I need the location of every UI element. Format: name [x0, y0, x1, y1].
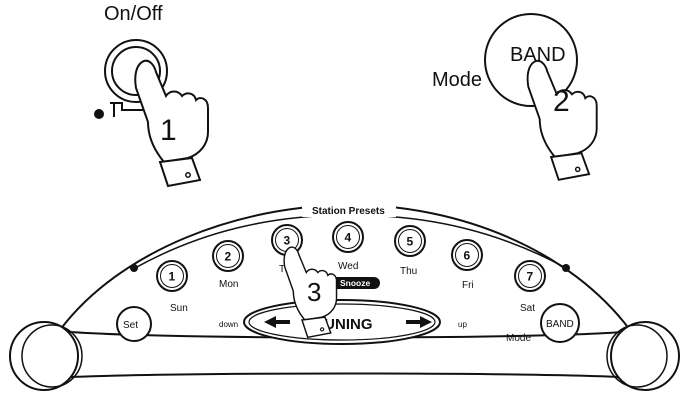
preset-day-label-2: Mon — [219, 279, 238, 290]
preset-number-7: 7 — [527, 270, 534, 284]
radio-band-button-label: BAND — [546, 319, 574, 330]
radio-mode-label: Mode — [506, 333, 531, 344]
preset-day-label-1: Sun — [170, 303, 188, 314]
band-button-large[interactable] — [484, 13, 578, 107]
preset-button-7[interactable] — [514, 260, 546, 292]
preset-button-2[interactable] — [212, 240, 244, 272]
preset-number-3: 3 — [284, 234, 291, 248]
power-lead-line — [110, 102, 150, 117]
radio-band-button[interactable] — [540, 303, 580, 343]
tune-up-arrow-icon[interactable] — [406, 316, 432, 328]
right-speaker-rim — [606, 324, 668, 388]
preset-button-ring-2 — [216, 244, 240, 268]
preset-buttons: 1Sun2Mon3Tue4Wed5Thu6Fri7Sat — [156, 221, 546, 314]
tune-down-arrow-icon[interactable] — [264, 316, 290, 328]
preset-day-label-6: Fri — [462, 280, 474, 291]
preset-button-ring-1 — [160, 264, 184, 288]
radio-base-bottom — [51, 372, 637, 379]
left-speaker — [9, 321, 79, 391]
tuning-control-inner — [248, 303, 436, 341]
band-button-label: BAND — [510, 44, 566, 66]
left-speaker-rim — [21, 324, 83, 388]
step-number-3: 3 — [307, 277, 321, 307]
presets-header-bg — [302, 203, 396, 217]
preset-number-5: 5 — [407, 235, 414, 249]
set-button[interactable] — [116, 306, 152, 342]
preset-day-label-4: Wed — [338, 261, 358, 272]
preset-button-ring-5 — [398, 229, 422, 253]
step-1-power: On/Off 1 — [94, 3, 209, 187]
power-indicator-dot — [94, 109, 104, 119]
preset-number-1: 1 — [169, 270, 176, 284]
rail-end-dot-left — [130, 264, 138, 272]
preset-button-4[interactable] — [332, 221, 364, 253]
preset-button-ring-4 — [336, 225, 360, 249]
preset-button-5[interactable] — [394, 225, 426, 257]
snooze-button[interactable] — [330, 277, 380, 289]
preset-number-4: 4 — [345, 231, 352, 245]
on-off-label: On/Off — [104, 3, 163, 25]
snooze-label: Snooze — [340, 278, 370, 288]
preset-button-ring-7 — [518, 264, 542, 288]
rail-end-dot-right — [562, 264, 570, 272]
preset-day-label-7: Sat — [520, 303, 535, 314]
preset-button-6[interactable] — [451, 239, 483, 271]
set-button-label: Set — [123, 320, 138, 331]
mode-side-label: Mode — [432, 69, 482, 91]
preset-number-6: 6 — [464, 249, 471, 263]
step-number-2: 2 — [553, 85, 570, 118]
preset-button-1[interactable] — [156, 260, 188, 292]
preset-day-label-5: Thu — [400, 266, 417, 277]
station-presets-header: Station Presets — [312, 206, 385, 217]
step-2-band: BAND Mode 2 — [432, 13, 598, 181]
step-number-1: 1 — [160, 114, 177, 147]
preset-number-2: 2 — [225, 250, 232, 264]
radio-unit: Station Presets 1Sun2Mon3Tue4Wed5Thu6Fri… — [9, 203, 680, 391]
tune-down-label: down — [219, 320, 238, 329]
right-speaker — [610, 321, 680, 391]
preset-button-ring-6 — [455, 243, 479, 267]
tuning-control[interactable] — [243, 299, 441, 345]
tune-up-label: up — [458, 320, 467, 329]
